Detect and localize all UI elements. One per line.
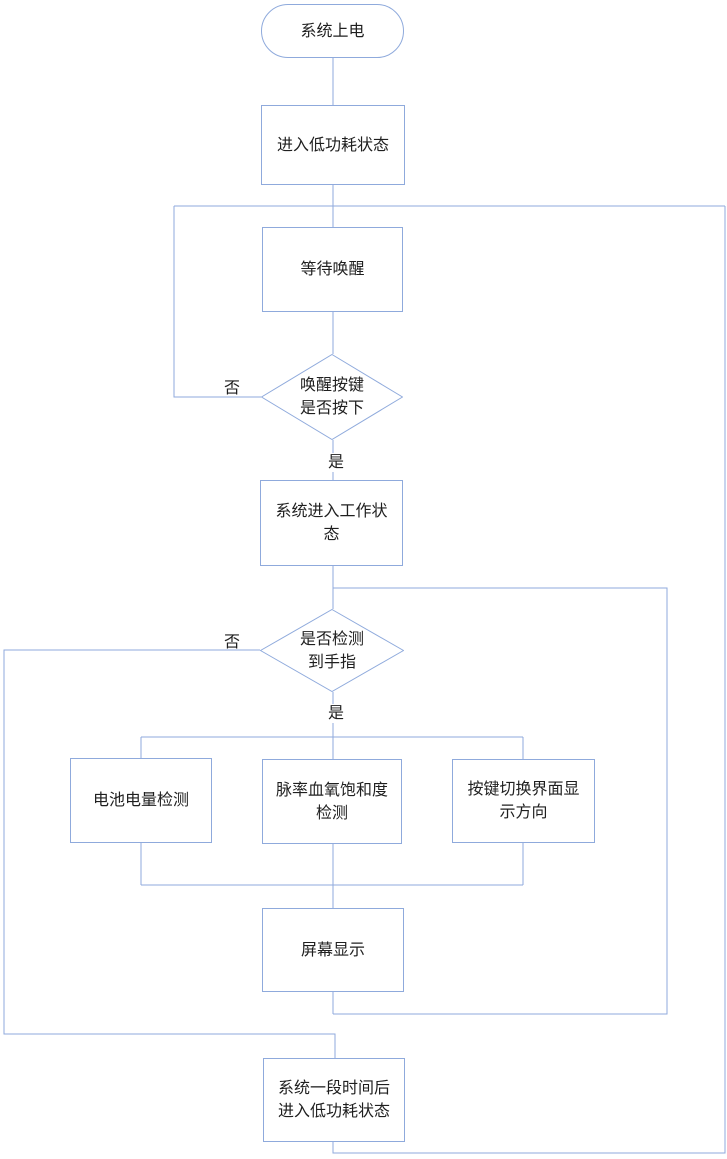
node-battery-level-check-label: 电池电量检测 xyxy=(92,792,189,809)
node-wait-for-wake: 等待唤醒 xyxy=(262,227,403,312)
node-key-switch-display-orientation-label: 按键切换界面显 示方向 xyxy=(467,781,580,821)
diamond-shape xyxy=(261,354,403,440)
node-pulse-spo2-check: 脉率血氧饱和度 检测 xyxy=(262,759,402,844)
diamond-shape xyxy=(260,609,404,692)
node-enter-low-power-label: 进入低功耗状态 xyxy=(276,136,389,154)
edge-label-wake-yes: 是 xyxy=(325,453,347,472)
node-key-switch-display-orientation: 按键切换界面显 示方向 xyxy=(452,759,595,843)
node-screen-display: 屏幕显示 xyxy=(262,908,404,992)
edge-label-finger-no: 否 xyxy=(223,634,240,651)
node-system-power-on-label: 系统上电 xyxy=(300,22,365,40)
node-enter-working-state: 系统进入工作状 态 xyxy=(260,480,403,566)
decision-finger-detected: 是否检测 到手指 xyxy=(260,609,404,692)
decision-finger-detected-label: 是否检测 到手指 xyxy=(299,630,364,671)
edge-label-finger-yes: 是 xyxy=(325,704,347,723)
decision-wake-key-pressed: 唤醒按键 是否按下 xyxy=(261,354,403,440)
node-enter-working-state-label: 系统进入工作状 态 xyxy=(275,503,388,543)
node-system-power-on: 系统上电 xyxy=(261,4,404,58)
node-enter-low-power: 进入低功耗状态 xyxy=(261,105,405,185)
node-pulse-spo2-check-label: 脉率血氧饱和度 检测 xyxy=(275,781,388,822)
node-wait-for-wake-label: 等待唤醒 xyxy=(300,261,365,278)
edge-label-wake-no: 否 xyxy=(223,380,240,397)
node-battery-level-check: 电池电量检测 xyxy=(70,758,212,843)
node-screen-display-label: 屏幕显示 xyxy=(300,941,365,959)
decision-wake-key-pressed-label: 唤醒按键 是否按下 xyxy=(299,377,364,417)
node-timeout-enter-low-power: 系统一段时间后 进入低功耗状态 xyxy=(263,1058,405,1142)
node-timeout-enter-low-power-label: 系统一段时间后 进入低功耗状态 xyxy=(277,1080,390,1120)
